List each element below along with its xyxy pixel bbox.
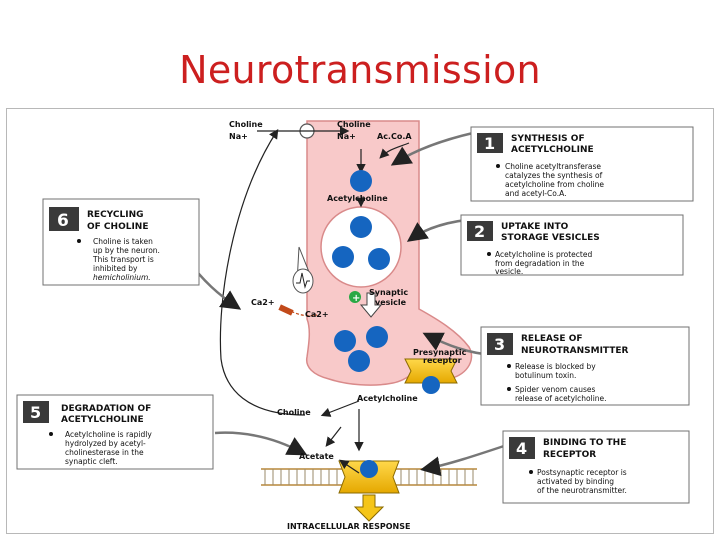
step-3-bullet-2: Spider venom causes — [515, 385, 596, 394]
step-2-line-2: from degradation in the — [495, 259, 585, 268]
label-synaptic-1: Synaptic — [369, 288, 408, 297]
choline-recycling-path — [219, 128, 306, 416]
step-3-title-2: NEUROTRANSMITTER — [521, 346, 629, 356]
label-acetyl-coa: Ac.Co.A — [377, 132, 412, 141]
step-1-line-2: catalyzes the synthesis of — [505, 171, 603, 180]
step-6-title-1: RECYCLING — [87, 210, 144, 220]
label-intracellular: INTRACELLULAR RESPONSE — [287, 522, 410, 531]
step-2-line-3: vesicle. — [495, 267, 523, 276]
release-arrow — [359, 292, 383, 318]
step-4-callout: 4 BINDING TO THE RECEPTOR Postsynaptic r… — [502, 430, 690, 504]
step-6-line-5: hemicholinium. — [93, 273, 151, 282]
intracellular-response-arrow — [353, 494, 385, 522]
step-4-title-1: BINDING TO THE — [543, 438, 626, 448]
step-4-line-1: Postsynaptic receptor is — [537, 468, 627, 477]
step-3-callout: 3 RELEASE OF NEUROTRANSMITTER Release is… — [480, 326, 690, 406]
ca-activation-icon — [349, 291, 361, 303]
step-6-line-1: Choline is taken — [93, 237, 153, 246]
label-choline-right: Choline — [337, 120, 371, 129]
step-2-title-2: STORAGE VESICLES — [501, 233, 600, 243]
step-6-line-4: inhibited by — [93, 264, 138, 273]
step-3-title-1: RELEASE OF — [521, 334, 583, 344]
step-5-title-2: ACETYLCHOLINE — [61, 415, 144, 425]
step-4-line-2: activated by binding — [537, 477, 614, 486]
step-5-line-3: cholinesterase in the — [65, 448, 144, 457]
step-2-title-1: UPTAKE INTO — [501, 222, 569, 232]
step-5-number: 5 — [30, 403, 41, 422]
step-3-number: 3 — [494, 335, 505, 354]
docking-vesicle — [334, 326, 388, 372]
step-2-number: 2 — [474, 222, 485, 241]
step-1-title-1: SYNTHESIS OF — [511, 134, 585, 144]
step-5-line-2: hydrolyzed by acetyl- — [65, 439, 146, 448]
step-5-title-1: DEGRADATION OF — [61, 404, 151, 414]
label-acetate: Acetate — [299, 452, 334, 461]
step-5-line-1: Acetylcholine is rapidly — [65, 430, 152, 439]
svg-text:+: + — [352, 293, 360, 304]
step-5-line-4: synaptic cleft. — [65, 457, 118, 466]
label-na-right: Na+ — [337, 132, 356, 141]
acetylcholine-presynaptic — [422, 376, 440, 394]
step-6-number: 6 — [57, 211, 69, 231]
presynaptic-receptor — [404, 358, 458, 384]
acetylcholine-bound — [360, 460, 378, 478]
step-4-number: 4 — [516, 439, 527, 458]
label-ca-inside: Ca2+ — [305, 310, 329, 319]
step-4-title-2: RECEPTOR — [543, 450, 596, 460]
label-na-left: Na+ — [229, 132, 248, 141]
label-synaptic-2: vesicle — [375, 298, 407, 307]
label-presynaptic-2: receptor — [423, 356, 462, 365]
diagram-canvas: + Choline Na+ Choline Na+ Ac.Co.A Acetyl… — [16, 120, 694, 531]
step-6-line-3: This transport is — [92, 255, 154, 264]
step-1-number: 1 — [484, 134, 495, 153]
storage-vesicle — [320, 206, 402, 288]
step-5-callout: 5 DEGRADATION OF ACETYLCHOLINE Acetylcho… — [16, 394, 214, 470]
step-4-line-3: of the neurotransmitter. — [537, 486, 627, 495]
step-2-callout: 2 UPTAKE INTO STORAGE VESICLES Acetylcho… — [460, 214, 684, 276]
step-1-line-4: and acetyl-Co.A. — [505, 189, 566, 198]
step-6-callout: 6 RECYCLING OF CHOLINE Choline is taken … — [42, 198, 200, 286]
step-2-line-1: Acetylcholine is protected — [495, 250, 592, 259]
label-acetylcholine-cleft: Acetylcholine — [357, 394, 418, 403]
step-6-line-2: up by the neuron. — [93, 246, 160, 255]
step-1-line-1: Choline acetyltransferase — [505, 162, 601, 171]
step-3-bullet-2b: release of acetylcholine. — [515, 394, 607, 403]
label-ca-outside: Ca2+ — [251, 298, 275, 307]
slide-title: Neurotransmission — [179, 48, 541, 92]
neurotransmission-diagram: + Choline Na+ Choline Na+ Ac.Co.A Acetyl… — [6, 108, 714, 534]
step-6-title-2: OF CHOLINE — [87, 222, 148, 232]
label-choline-cleft: Choline — [277, 408, 311, 417]
label-acetylcholine-top: Acetylcholine — [327, 194, 388, 203]
action-potential-icon — [292, 246, 314, 294]
step-3-bullet-1: Release is blocked by — [515, 362, 596, 371]
label-presynaptic-1: Presynaptic — [413, 348, 467, 357]
step-1-callout: 1 SYNTHESIS OF ACETYLCHOLINE Choline ace… — [470, 126, 694, 202]
step-1-title-2: ACETYLCHOLINE — [511, 145, 594, 155]
calcium-channel — [278, 304, 318, 317]
step-1-line-3: acetylcholine from choline — [505, 180, 604, 189]
acetylcholine-cytosol — [350, 170, 372, 192]
label-choline-left: Choline — [229, 120, 263, 129]
step-3-bullet-1b: botulinum toxin. — [515, 371, 576, 380]
